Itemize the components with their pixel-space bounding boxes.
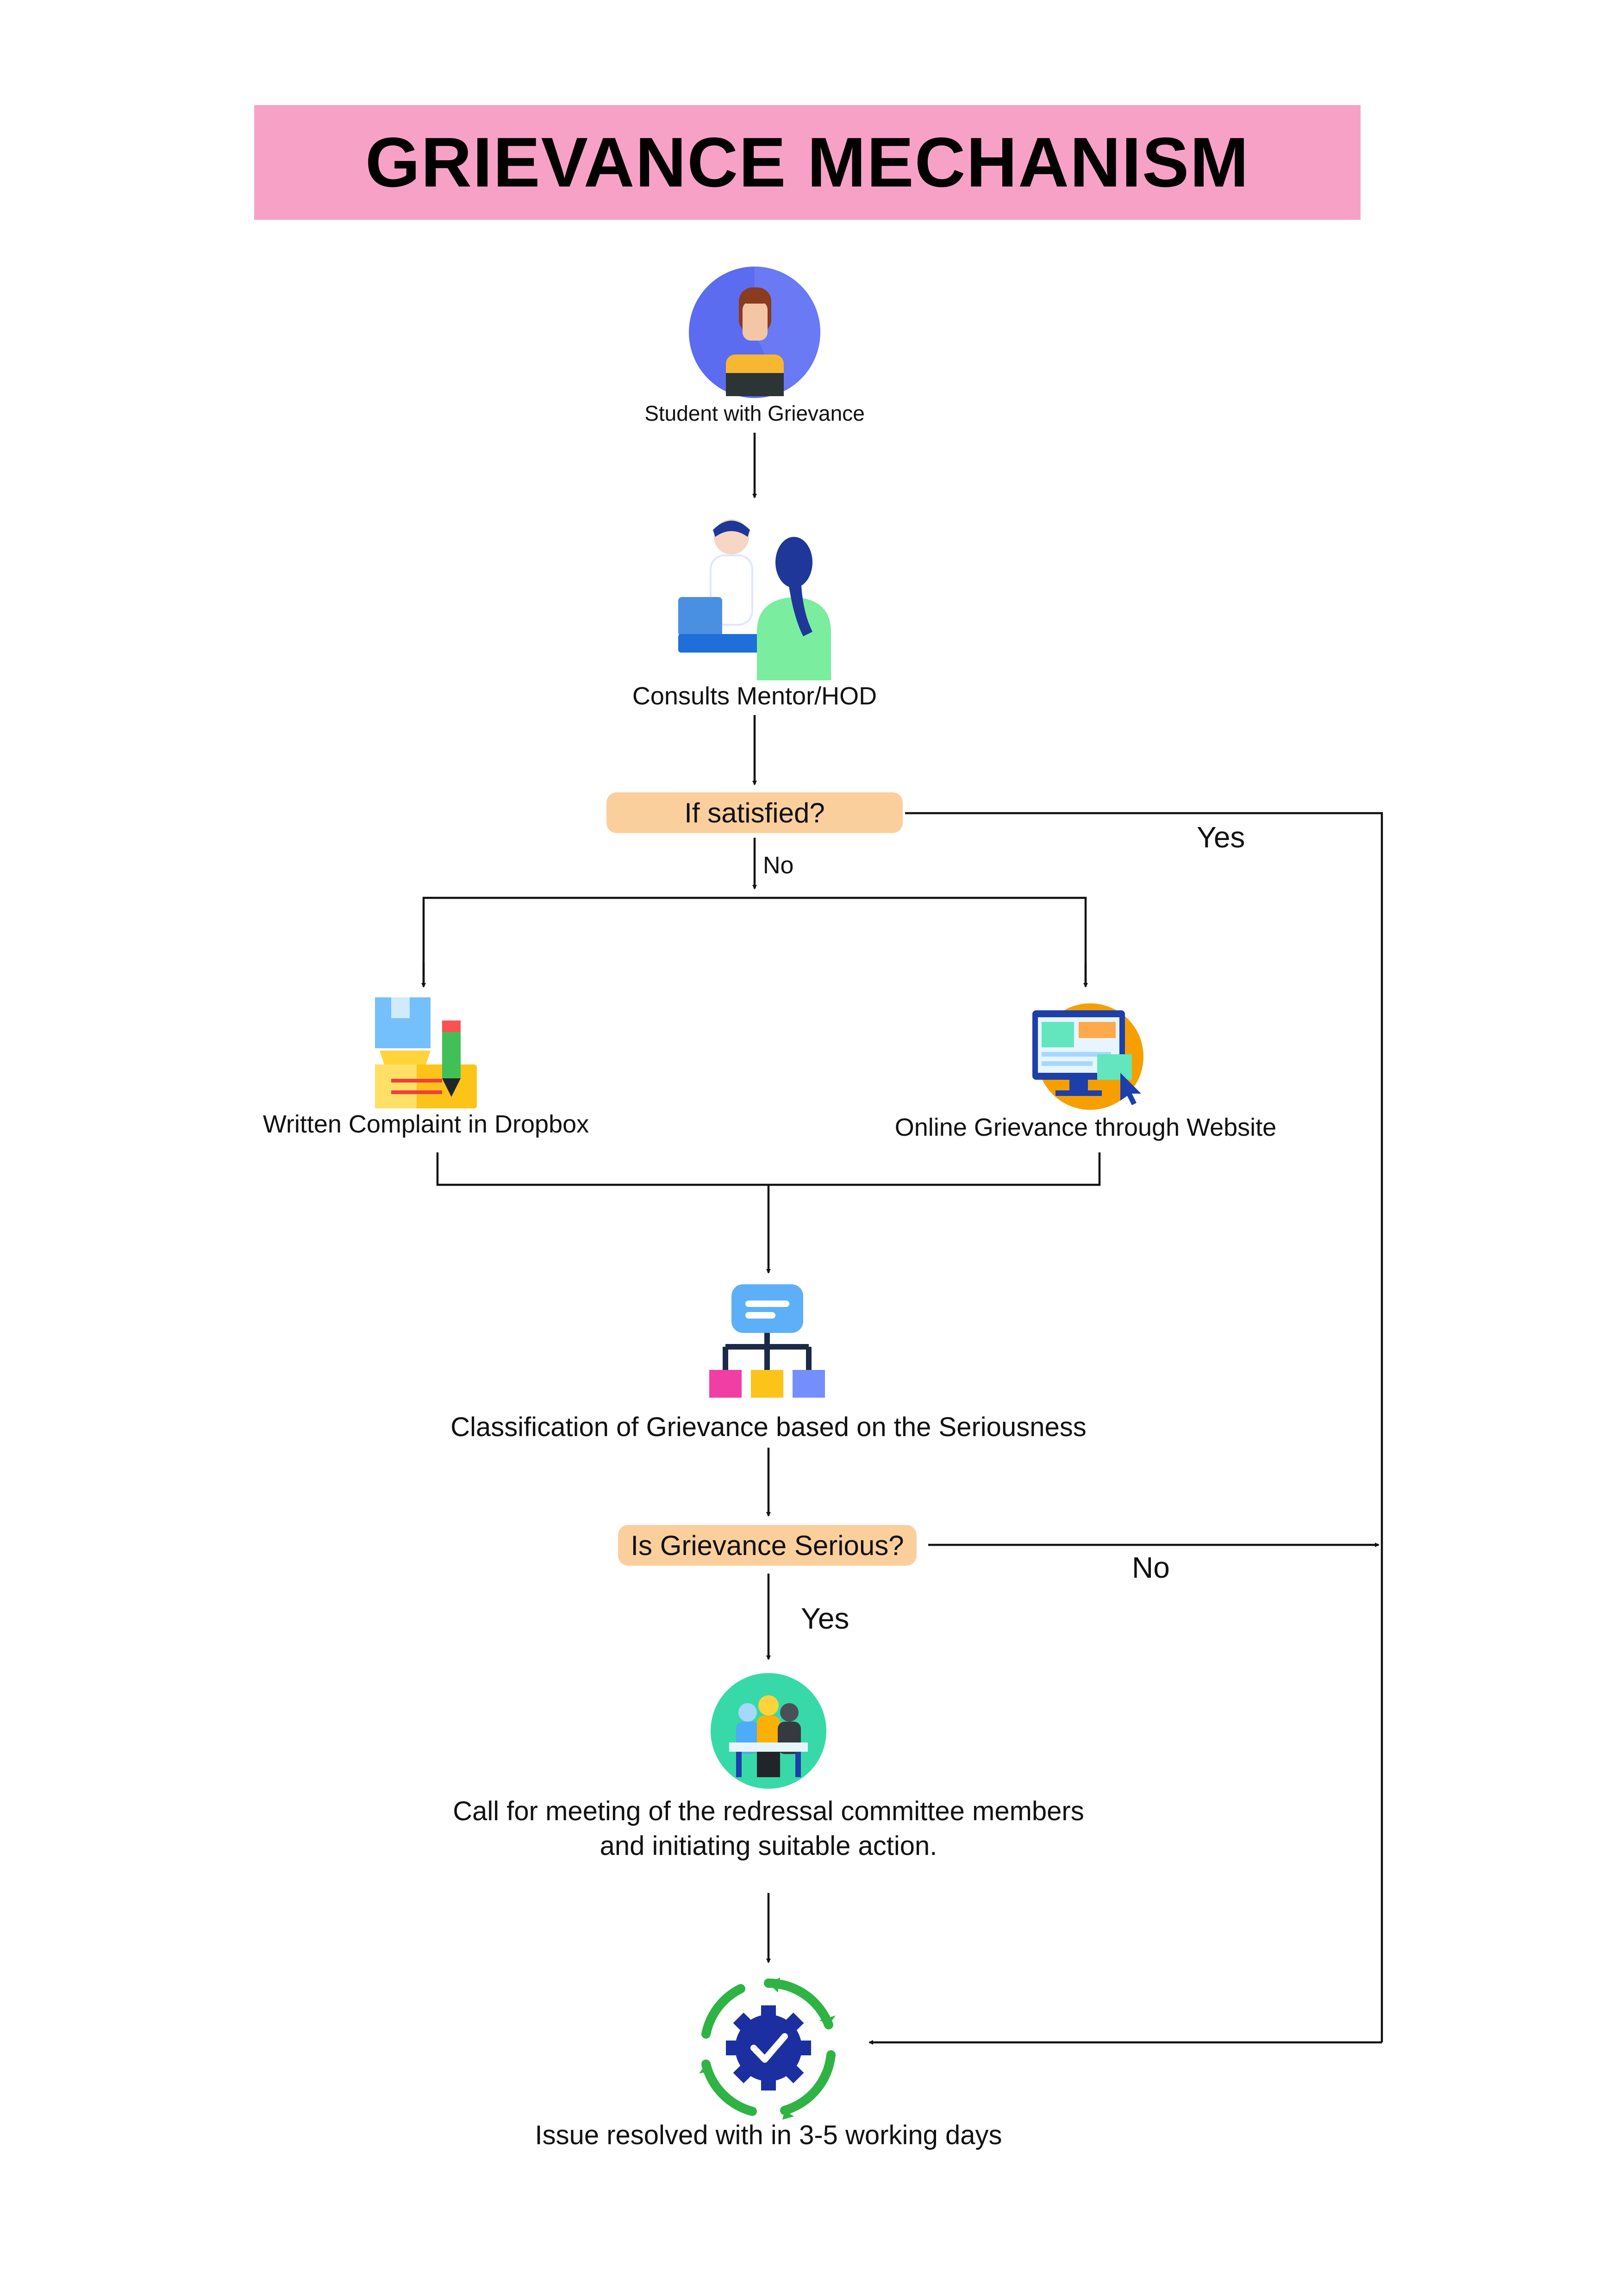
consult-label: Consults Mentor/HOD: [632, 682, 877, 710]
split-connector: [422, 896, 1087, 986]
verified-gear-icon: [694, 1974, 843, 2122]
website-monitor-icon: [1028, 999, 1146, 1110]
yes-rail: [905, 812, 1383, 2042]
decision-is-serious: Is Grievance Serious?: [618, 1525, 917, 1566]
page-title: GRIEVANCE MECHANISM: [365, 123, 1249, 202]
hierarchy-chart-icon: [708, 1282, 826, 1400]
committee-meeting-icon: [711, 1673, 826, 1789]
resolved-label: Issue resolved with in 3-5 working days: [535, 2120, 1002, 2150]
decision-if-satisfied: If satisfied?: [606, 792, 903, 833]
written-complaint-icon: [373, 995, 479, 1108]
classification-label: Classification of Grievance based on the…: [450, 1412, 1087, 1442]
serious-yes-label: Yes: [801, 1602, 849, 1635]
title-banner: GRIEVANCE MECHANISM: [254, 105, 1361, 220]
meeting-label-line2: and initiating suitable action.: [600, 1831, 937, 1861]
serious-no-label: No: [1132, 1551, 1170, 1584]
online-label: Online Grievance through Website: [894, 1114, 1277, 1141]
student-avatar-icon: [689, 267, 821, 398]
meeting-label-line1: Call for meeting of the redressal commit…: [453, 1796, 1084, 1826]
merge-connector: [436, 1152, 1101, 1186]
satisfied-no-label: No: [763, 852, 794, 879]
mentor-consultation-icon: [674, 516, 840, 683]
student-label: Student with Grievance: [644, 401, 865, 425]
written-label: Written Complaint in Dropbox: [262, 1110, 589, 1138]
satisfied-yes-label: Yes: [1197, 821, 1245, 854]
